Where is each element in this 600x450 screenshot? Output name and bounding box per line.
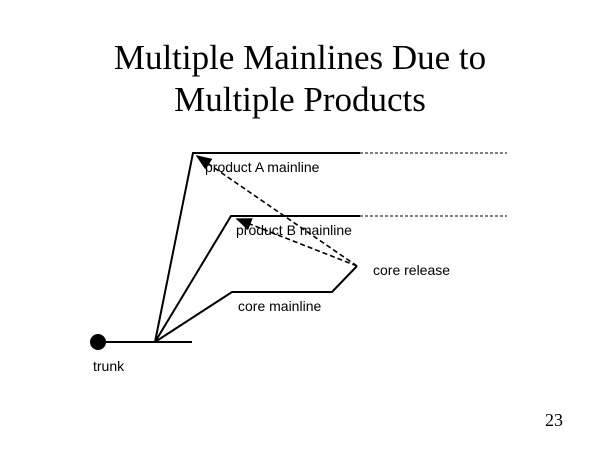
core-mainline-branch bbox=[154, 265, 358, 343]
merge-arrow-to-a bbox=[195, 155, 358, 267]
label-product-a: product A mainline bbox=[205, 159, 320, 175]
label-trunk: trunk bbox=[93, 358, 125, 374]
product-a-branch bbox=[154, 152, 360, 343]
merge-arrow-to-b bbox=[235, 218, 358, 267]
label-core-mainline: core mainline bbox=[238, 298, 321, 314]
trunk-node bbox=[90, 334, 106, 350]
slide-title-line1: Multiple Mainlines Due to bbox=[113, 38, 487, 77]
page-number: 23 bbox=[545, 410, 563, 430]
slide-title-line2: Multiple Products bbox=[174, 80, 426, 119]
product-b-branch bbox=[154, 215, 360, 343]
label-product-b: product B mainline bbox=[236, 222, 352, 238]
label-core-release: core release bbox=[373, 262, 450, 278]
